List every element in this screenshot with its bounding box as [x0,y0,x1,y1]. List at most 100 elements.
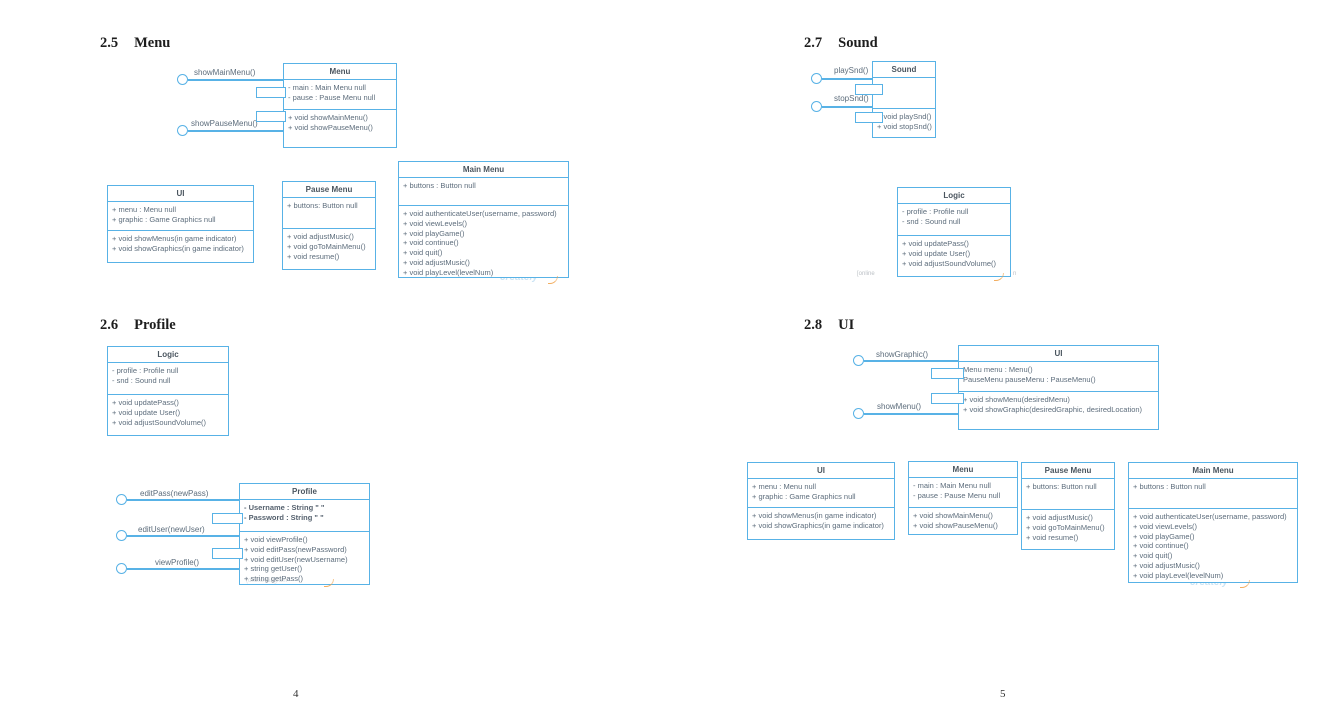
class-title: Pause Menu [283,182,375,198]
interface-label: playSnd() [834,66,869,75]
class-method: + void playLevel(levelNum) [1133,570,1224,580]
interface-label: editPass(newPass) [140,489,209,498]
class-method: + void authenticateUser(username, passwo… [403,209,557,218]
class-method: + void continue() [403,238,459,248]
section-number: 2.6 [100,317,119,333]
class-method: + void goToMainMenu() [1026,522,1105,532]
class-method: + void editPass(newPassword) [244,544,347,554]
class-methods: + void viewProfile()+ void editPass(newP… [240,532,369,586]
class-box-logic: Logic - profile : Profile null- snd : So… [897,187,1011,277]
class-box-profile: Profile - Username : String " "- Passwor… [239,483,370,585]
class-method: + void adjustSoundVolume() [902,258,997,268]
interface-lollipop-circle [116,530,127,541]
class-attributes: - profile : Profile null- snd : Sound nu… [898,204,1010,236]
interface-connector-line [127,568,240,570]
class-method: + void showMainMenu() [913,511,993,520]
interface-label: showMainMenu() [194,68,256,77]
class-methods: + void adjustMusic()+ void goToMainMenu(… [283,229,375,269]
class-title: Pause Menu [1022,463,1114,479]
class-methods: + void playSnd()+ void stopSnd() [873,109,935,137]
interface-connector-line [127,499,240,501]
class-attributes: + buttons : Button null [399,178,568,206]
class-method: + void quit() [403,248,443,258]
section-heading-2-8: 2.8 UI [804,317,854,334]
class-methods: + void authenticateUser(username, passwo… [399,206,568,280]
class-method: + void adjustSoundVolume() [112,417,207,427]
section-title: Menu [134,35,171,51]
interface-connector-line [864,413,958,415]
class-attribute: + menu : Menu null [752,482,816,491]
class-attribute: + menu : Menu null [112,205,176,214]
class-attributes: + menu : Menu null+ graphic : Game Graph… [748,479,894,508]
class-box-main-menu: Main Menu + buttons : Button null + void… [1128,462,1298,583]
class-method: + void viewLevels() [403,218,467,228]
class-methods: + void showMenus(in game indicator)+ voi… [108,231,253,262]
class-method: + void authenticateUser(username, passwo… [1133,512,1287,521]
interface-connector-line [822,106,873,108]
class-title: Main Menu [399,162,568,178]
class-method: + void playLevel(levelNum) [403,267,494,277]
section-title: Profile [134,317,176,333]
class-methods: + void updatePass()+ void update User()+… [898,236,1010,276]
section-title: UI [838,317,855,333]
class-method: + void viewProfile() [244,535,308,544]
class-title: Main Menu [1129,463,1297,479]
page-number-left: 4 [293,688,299,700]
class-method: + void showPauseMenu() [913,520,998,530]
class-attributes: Menu menu : Menu()PauseMenu pauseMenu : … [959,362,1158,392]
socket-connector [256,111,286,122]
interface-connector-line [864,360,958,362]
class-title: Menu [284,64,396,80]
class-method: + void resume() [287,251,340,261]
class-attributes: + buttons: Button null [283,198,375,229]
class-method: + void showMenus(in game indicator) [752,511,877,520]
class-method: + void goToMainMenu() [287,241,366,251]
class-title: Profile [240,484,369,500]
interface-label: editUser(newUser) [138,525,205,534]
interface-lollipop-circle [853,408,864,419]
class-attribute: + buttons: Button null [1026,482,1097,491]
class-title: UI [959,346,1158,362]
class-attribute: - main : Main Menu null [288,83,366,92]
interface-lollipop-circle [116,563,127,574]
interface-lollipop-circle [177,125,188,136]
class-title: UI [748,463,894,479]
class-box-logic: Logic - profile : Profile null- snd : So… [107,346,229,436]
class-box-main-menu: Main Menu + buttons : Button null + void… [398,161,569,278]
class-attribute: + graphic : Game Graphics null [112,214,216,224]
class-attributes [873,78,935,109]
watermark-text-fragment: [online [857,271,875,277]
class-attributes: - main : Main Menu null- pause : Pause M… [284,80,396,110]
socket-connector [931,368,964,379]
class-attribute: - snd : Sound null [112,375,171,385]
section-number: 2.5 [100,35,119,51]
watermark-swirl-icon [548,276,558,284]
socket-connector [256,87,286,98]
page-number-right: 5 [1000,688,1006,700]
class-methods: + void showMainMenu()+ void showPauseMen… [909,508,1017,534]
class-attribute: - profile : Profile null [112,366,179,375]
class-attribute: - pause : Pause Menu null [913,490,1001,500]
class-attribute: - profile : Profile null [902,207,969,216]
socket-connector [855,112,883,123]
interface-label: showPauseMenu() [191,119,258,128]
class-method: + void playGame() [1133,531,1195,541]
class-methods: + void authenticateUser(username, passwo… [1129,509,1297,583]
section-number: 2.8 [804,317,823,333]
class-method: + void continue() [1133,541,1189,551]
class-method: + void viewLevels() [1133,521,1197,531]
class-title: Sound [873,62,935,78]
interface-lollipop-circle [177,74,188,85]
class-attribute: - main : Main Menu null [913,481,991,490]
class-method: + void showPauseMenu() [288,122,373,132]
class-box-ui: UI + menu : Menu null+ graphic : Game Gr… [107,185,254,263]
class-attribute: Menu menu : Menu() [963,365,1033,374]
class-methods: + void showMenu(desiredMenu)+ void showG… [959,392,1158,429]
watermark-swirl-icon [1240,580,1250,588]
socket-connector [931,393,964,404]
class-box-menu: Menu - main : Main Menu null- pause : Pa… [908,461,1018,535]
socket-connector [855,84,883,95]
class-attributes: + buttons: Button null [1022,479,1114,510]
interface-label: showMenu() [877,402,922,411]
